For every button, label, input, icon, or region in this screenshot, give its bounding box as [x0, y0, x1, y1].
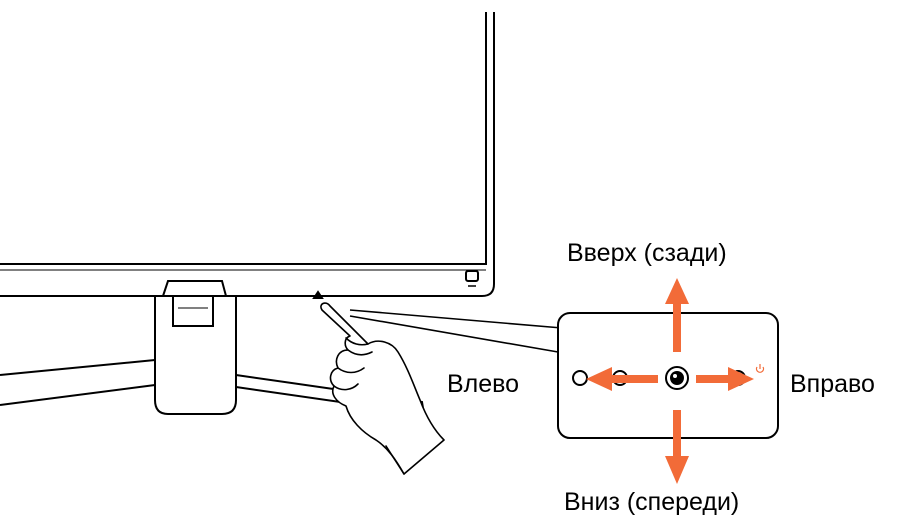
arrow-right-shaft — [696, 375, 734, 383]
callout-line-top — [349, 309, 563, 329]
joystick-panel — [557, 278, 779, 484]
label-up: Вверх (сзади) — [567, 239, 727, 267]
callout-line-bottom — [349, 315, 559, 353]
joystick-icon — [670, 371, 684, 385]
stand-hinge — [162, 280, 227, 297]
label-left: Влево — [447, 370, 520, 398]
stand-inner-slot — [172, 296, 214, 327]
arrow-up-shaft — [673, 300, 681, 352]
label-down: Вниз (спереди) — [564, 488, 740, 516]
monitor — [0, 12, 495, 297]
hand-finger-crease-2 — [347, 349, 373, 356]
callout-lines — [349, 309, 563, 353]
hand-illustration — [320, 302, 445, 475]
monitor-outer-edge — [0, 12, 495, 297]
logo-icon — [465, 270, 479, 282]
stand-leg-left — [0, 359, 156, 376]
arrow-down-icon — [665, 456, 689, 484]
hand-finger-crease-1 — [345, 337, 369, 346]
joystick-highlight — [673, 374, 677, 378]
hand-wrist-line — [385, 445, 405, 475]
stand-leg-left-lower — [0, 384, 156, 406]
direction-arrows — [586, 278, 754, 484]
monitor-buttons — [271, 290, 351, 299]
monitor-joystick-button — [312, 290, 324, 299]
hand-finger-crease-3 — [337, 367, 365, 374]
hand-icon — [320, 302, 445, 475]
arrow-down-shaft — [673, 410, 681, 462]
hand-finger-crease-4 — [333, 383, 359, 391]
stand-neck — [154, 296, 237, 415]
arrow-up-icon — [665, 278, 689, 304]
arrow-left-icon — [586, 367, 612, 391]
label-right: Вправо — [790, 370, 875, 398]
arrow-right-icon — [728, 367, 754, 391]
panel-button-left-1 — [572, 370, 588, 386]
monitor-screen-edge — [0, 12, 487, 265]
arrow-left-shaft — [606, 375, 658, 383]
power-icon — [755, 364, 765, 373]
